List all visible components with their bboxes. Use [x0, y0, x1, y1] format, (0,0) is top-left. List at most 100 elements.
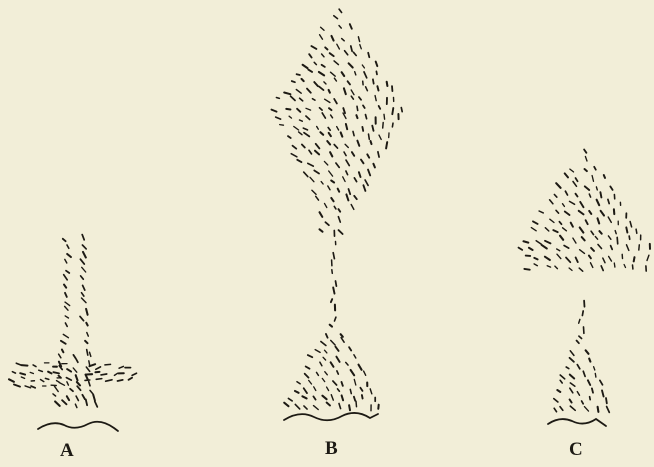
cell-dash	[316, 144, 320, 149]
cell-dash	[82, 298, 87, 303]
cell-dash	[591, 248, 594, 251]
cell-dash	[105, 364, 111, 365]
cell-dash	[376, 62, 378, 67]
cell-dash	[21, 377, 24, 378]
cell-dash	[334, 145, 337, 149]
cell-dash	[364, 371, 366, 375]
cell-dash	[557, 254, 561, 258]
cell-dash	[584, 150, 586, 153]
cell-dash	[615, 231, 616, 234]
cell-dash	[321, 182, 323, 184]
cell-dash	[309, 54, 311, 57]
cell-dash	[580, 202, 583, 207]
cell-dash	[320, 229, 323, 231]
cell-dash	[353, 52, 356, 55]
cell-dash	[295, 391, 299, 393]
cell-dash	[596, 187, 597, 190]
cell-dash	[339, 26, 341, 29]
cell-dash	[328, 128, 330, 131]
cell-dash	[346, 362, 348, 365]
cell-dash	[609, 256, 612, 261]
cell-dash	[358, 37, 359, 42]
cell-dash	[345, 51, 348, 55]
cell-dash	[53, 394, 56, 396]
cell-dash	[519, 248, 523, 250]
cell-dash	[634, 257, 635, 261]
cell-dash	[53, 372, 59, 373]
cell-dash	[338, 217, 340, 222]
cell-dash	[579, 336, 582, 338]
cell-dash	[297, 109, 300, 112]
cell-dash	[379, 135, 381, 139]
cell-dash	[533, 221, 538, 224]
cell-dash	[348, 81, 350, 84]
cell-dash	[610, 186, 612, 190]
cell-dash	[304, 406, 307, 409]
cell-dash	[291, 154, 297, 157]
cell-dash	[322, 65, 325, 67]
cell-dash	[314, 62, 316, 64]
cell-dash	[392, 108, 393, 114]
cell-dash	[320, 35, 323, 40]
cell-dash	[325, 350, 327, 353]
cell-dash	[76, 396, 78, 400]
cell-dash	[351, 96, 353, 99]
cell-dash	[315, 350, 320, 353]
cell-dash	[330, 152, 332, 156]
cell-dash	[362, 395, 363, 398]
cell-dash	[570, 201, 575, 204]
cell-dash	[45, 378, 48, 379]
cell-dash	[325, 99, 330, 102]
cell-dash	[80, 316, 84, 320]
cell-dash	[617, 237, 618, 243]
cell-dash	[601, 211, 604, 216]
cell-dash	[586, 350, 589, 354]
cell-dash	[577, 365, 580, 369]
cell-dash	[545, 241, 551, 244]
cell-dash	[291, 96, 295, 100]
cell-dash	[89, 382, 90, 386]
cell-dash	[563, 228, 567, 231]
figure-a-baseline-curve	[38, 422, 118, 431]
cell-dash	[93, 395, 95, 401]
cell-dash	[557, 249, 560, 251]
cell-dash	[86, 323, 87, 326]
cell-dash	[295, 404, 299, 409]
cell-dash	[308, 163, 314, 166]
cell-dash	[594, 367, 595, 370]
cell-dash	[48, 372, 51, 374]
cell-dash	[321, 342, 326, 346]
cell-dash	[323, 357, 326, 360]
cell-dash	[333, 288, 334, 294]
cell-dash	[607, 407, 610, 413]
cell-dash	[629, 236, 630, 239]
cell-dash	[557, 390, 560, 392]
cell-dash	[350, 389, 351, 393]
cell-dash	[75, 404, 77, 407]
cell-dash	[639, 245, 640, 250]
cell-dash	[345, 144, 348, 147]
cell-dash	[329, 133, 331, 136]
cell-dash	[599, 231, 601, 234]
cell-dash	[536, 241, 541, 245]
cell-dash	[292, 81, 295, 82]
cell-dash	[329, 90, 330, 93]
cell-dash	[560, 236, 563, 240]
cell-dash	[584, 407, 588, 412]
cell-dash	[85, 341, 87, 343]
cell-dash	[553, 230, 557, 232]
cell-dash	[591, 263, 593, 268]
cell-dash	[289, 116, 291, 118]
cell-dash	[300, 120, 303, 121]
cell-dash	[82, 267, 86, 272]
cell-dash	[329, 108, 332, 110]
cell-dash	[626, 227, 627, 232]
cell-dash	[601, 266, 603, 271]
cell-dash	[534, 258, 537, 260]
cell-dash	[305, 374, 309, 378]
cell-dash	[77, 386, 80, 390]
cell-dash	[89, 361, 90, 366]
cell-dash	[327, 403, 330, 406]
cell-dash	[346, 171, 348, 175]
cell-dash	[355, 72, 356, 75]
